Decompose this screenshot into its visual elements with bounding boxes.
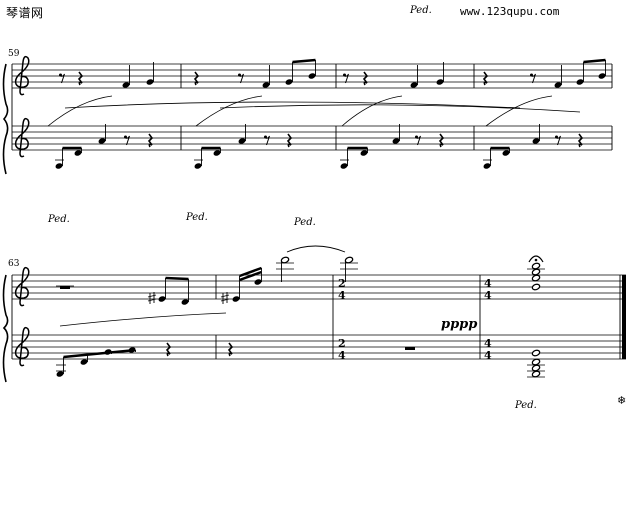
brace [2,63,9,175]
time-signature-bottom: 4 [484,349,492,362]
pedal-mark: Ped. [409,5,432,16]
site-name: 琴谱网 [6,6,44,20]
system-1: 59 [2,49,613,175]
time-signature-top: 4 [484,337,492,350]
dynamic-marking: pppp [441,317,477,332]
pedal-mark: Ped. [185,212,208,223]
fermata-icon [528,255,544,263]
pedal-mark: Ped. [293,217,316,228]
time-signature-top: 4 [484,277,492,290]
pedal-mark: Ped. [514,400,537,411]
measure-number-59: 59 [8,49,20,59]
system-2: 63 [2,245,626,383]
time-signature-bottom: 4 [484,289,492,302]
measure-number-63: 63 [8,259,20,269]
time-signature-top: 2 [338,337,346,350]
time-signature-bottom: 4 [338,289,346,302]
time-signature-bottom: 4 [338,349,346,362]
whole-rest [405,347,415,350]
barlines [11,64,613,150]
pedal-mark: Ped. [47,214,70,225]
barlines [11,275,621,359]
treble-staff [12,274,626,300]
site-url: www.123qupu.com [460,5,560,18]
final-barline [622,275,626,359]
pedal-release-icon: ❄ [617,394,626,407]
time-signature-top: 2 [338,277,346,290]
bass-staff [12,125,612,151]
brace [2,274,9,383]
half-rest [60,286,70,289]
